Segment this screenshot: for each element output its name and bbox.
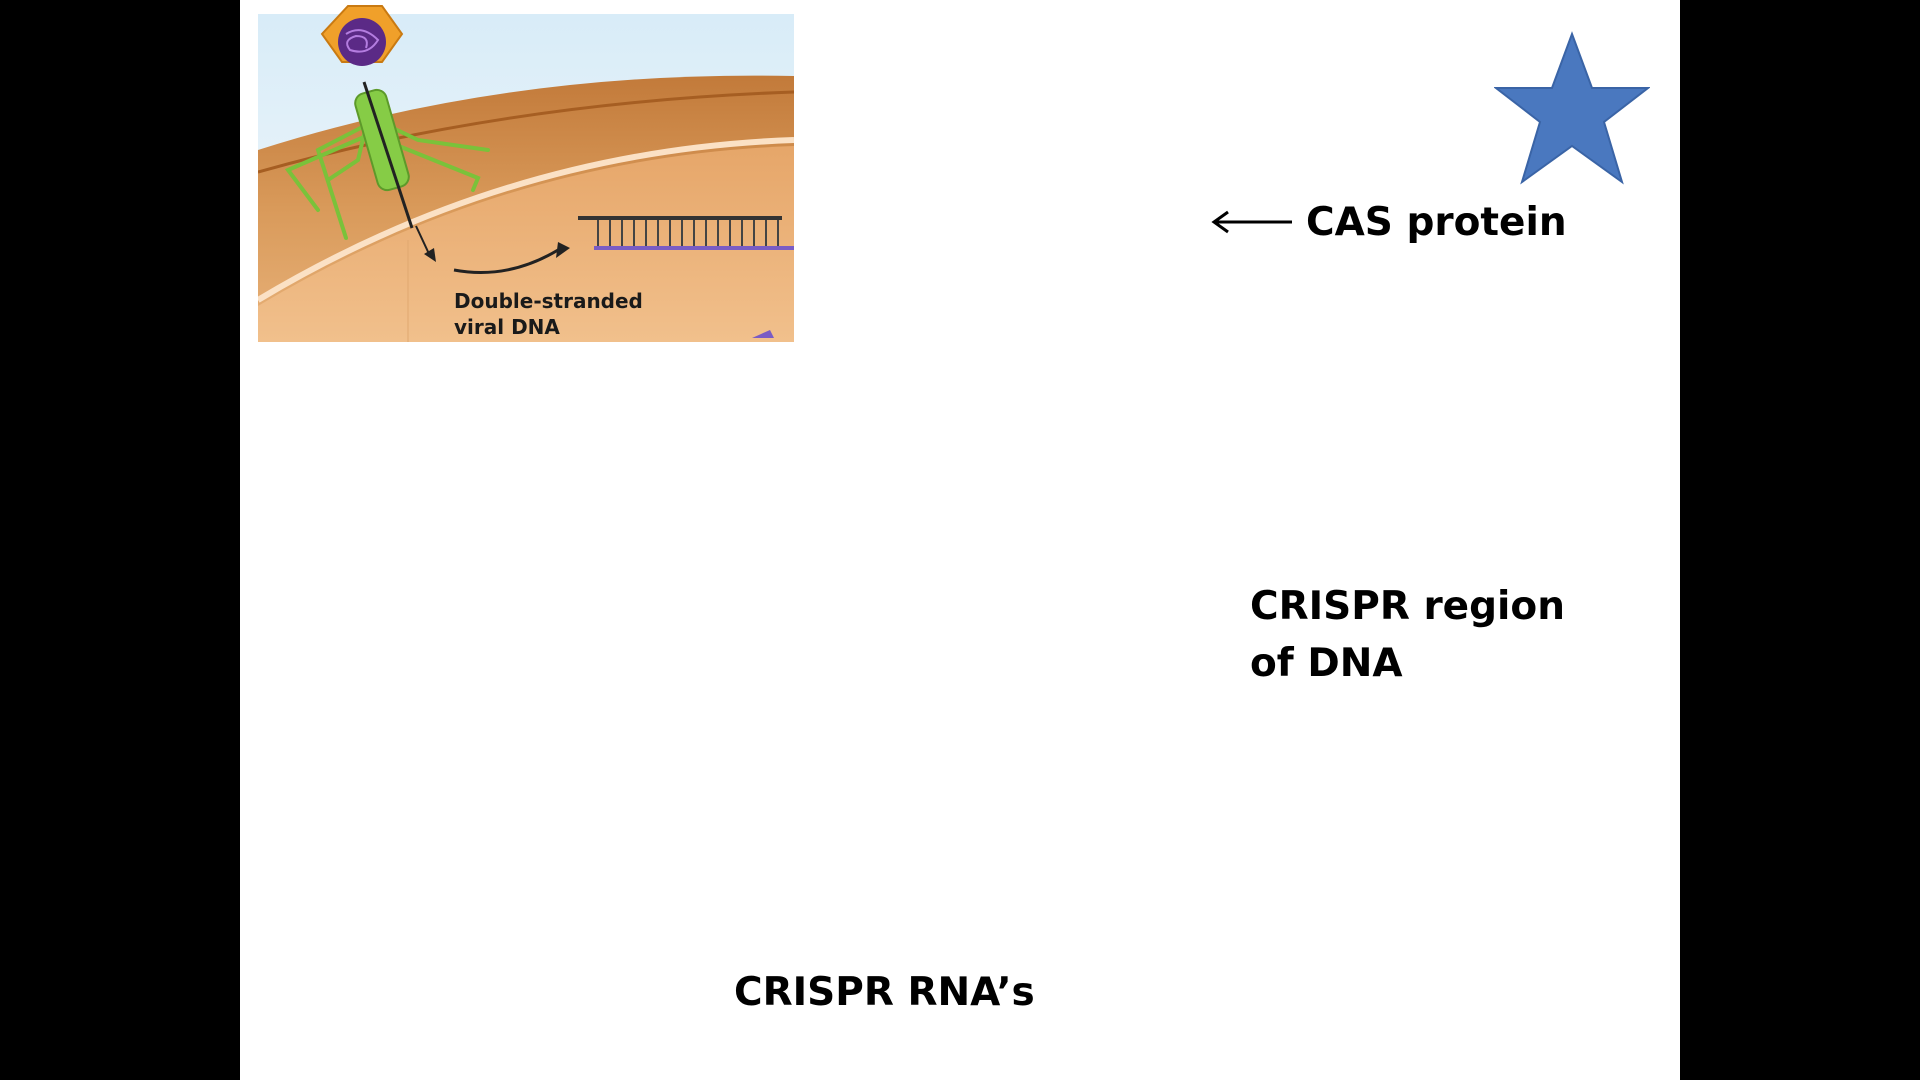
- slide: Double-stranded viral DNA CAS protein CR…: [240, 0, 1680, 1080]
- crispr-region-label: CRISPR region of DNA: [1250, 578, 1630, 692]
- cas-protein-label: CAS protein: [1306, 199, 1567, 245]
- cas-protein-callout: CAS protein: [1210, 196, 1567, 248]
- diagram-caption-line2: viral DNA: [454, 315, 560, 339]
- left-arrow-icon: [1211, 210, 1292, 234]
- diagram-caption-line1: Double-stranded: [454, 289, 643, 313]
- cytoplasm: [258, 146, 794, 342]
- crispr-region-line2: of DNA: [1250, 641, 1403, 686]
- bacteriophage-illustration: Double-stranded viral DNA: [258, 0, 794, 342]
- viral-dna-ladder: [578, 216, 794, 250]
- crispr-rnas-label: CRISPR RNA’s: [734, 970, 1035, 1015]
- star-icon: [1493, 30, 1651, 186]
- crispr-region-line1: CRISPR region: [1250, 584, 1565, 629]
- phage-dna: [338, 18, 386, 66]
